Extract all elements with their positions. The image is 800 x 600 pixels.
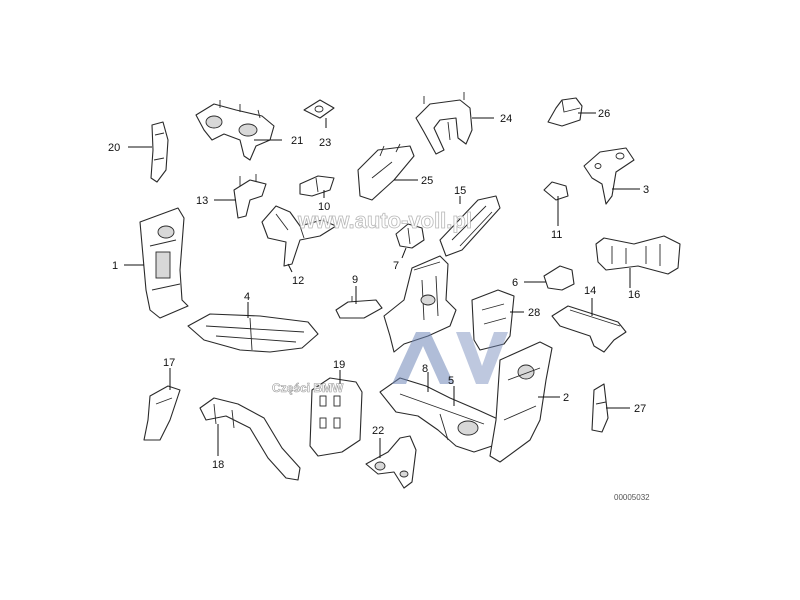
part-3-bracket-drawing	[583, 147, 635, 205]
callout-19: 19	[333, 359, 345, 371]
part-13-bracket-drawing	[233, 174, 267, 219]
part-11-clip-drawing	[543, 181, 569, 201]
callout-5: 5	[448, 375, 454, 387]
part-23-clip-drawing	[303, 99, 335, 119]
callout-21: 21	[291, 135, 303, 147]
part-18-strut-drawing	[199, 397, 301, 481]
part-27-bracket-drawing	[591, 383, 609, 433]
callout-2: 2	[563, 392, 569, 404]
part-5-floor-bracket-drawing	[379, 377, 505, 453]
callout-25: 25	[421, 175, 433, 187]
part-28-plate-drawing	[471, 289, 515, 351]
callout-15: 15	[454, 185, 466, 197]
callout-10: 10	[318, 201, 330, 213]
watermark-caption: Części BMW	[272, 381, 344, 395]
callout-8: 8	[422, 363, 428, 375]
callout-22: 22	[372, 425, 384, 437]
callout-7: 7	[393, 260, 399, 272]
part-25-plate-drawing	[357, 143, 415, 201]
part-14-bracket-drawing	[551, 305, 627, 353]
leader-lines	[124, 112, 640, 458]
callout-3: 3	[643, 184, 649, 196]
callout-13: 13	[196, 195, 208, 207]
callout-27: 27	[634, 403, 646, 415]
part-10-clip-drawing	[299, 175, 335, 197]
document-number: 00005032	[614, 493, 650, 502]
part-17-bracket-drawing	[143, 385, 181, 441]
part-24-support-drawing	[415, 92, 473, 155]
part-7-clip-drawing	[395, 223, 425, 249]
part-9-clip-drawing	[335, 296, 383, 319]
callout-17: 17	[163, 357, 175, 369]
watermark-logo	[392, 332, 508, 384]
part-21-mount-drawing	[195, 100, 275, 161]
callout-9: 9	[352, 274, 358, 286]
callout-1: 1	[112, 260, 118, 272]
part-15-strip-drawing	[439, 195, 501, 257]
callout-4: 4	[244, 291, 250, 303]
part-6-clip-drawing	[543, 265, 575, 291]
part-1-side-panel-drawing	[139, 207, 189, 319]
part-2-side-panel-drawing	[489, 341, 553, 463]
callout-14: 14	[584, 285, 596, 297]
part-4-tray-drawing	[187, 313, 319, 353]
part-19-plate-drawing	[309, 377, 363, 457]
part-16-channel-drawing	[595, 235, 681, 275]
callout-6: 6	[512, 277, 518, 289]
callout-26: 26	[598, 108, 610, 120]
part-8-bracket-drawing	[383, 255, 457, 353]
callout-24: 24	[500, 113, 512, 125]
callout-12: 12	[292, 275, 304, 287]
callout-18: 18	[212, 459, 224, 471]
part-26-clip-drawing	[547, 97, 583, 127]
part-22-bracket-drawing	[365, 435, 417, 489]
part-20-bracket-drawing	[150, 121, 169, 183]
callout-labels: 20 21 23 24 25 26 3 13 10 12 15 11 16 7 …	[108, 108, 649, 471]
callout-11: 11	[551, 229, 562, 241]
part-12-bracket-drawing	[261, 205, 337, 267]
callout-28: 28	[528, 307, 540, 319]
watermark-url: www.auto-voll.pl	[297, 208, 472, 233]
callout-23: 23	[319, 137, 331, 149]
callout-20: 20	[108, 142, 120, 154]
callout-16: 16	[628, 289, 640, 301]
